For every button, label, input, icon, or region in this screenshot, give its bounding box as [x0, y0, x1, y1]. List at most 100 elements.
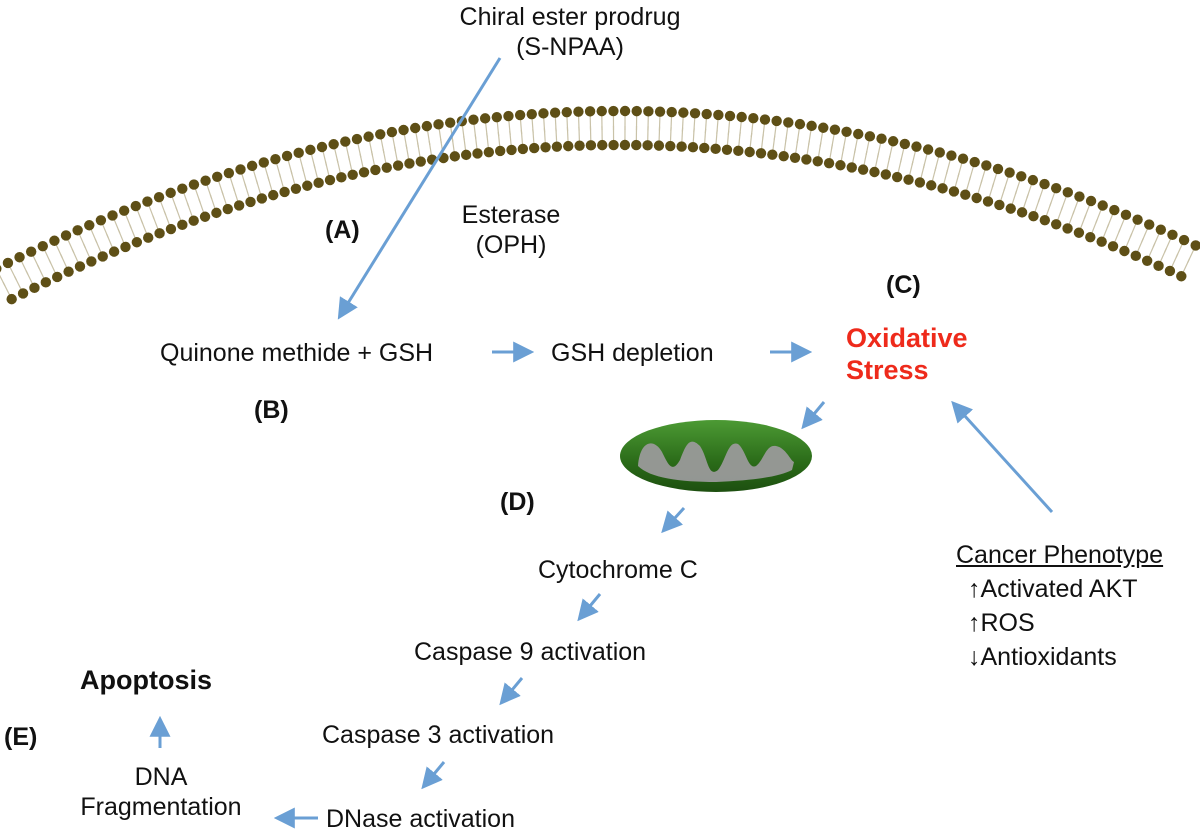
arrow-mito-to-cytochrome [661, 506, 686, 534]
lipid-head [676, 141, 687, 152]
lipid-head [573, 106, 584, 117]
lipid-head [40, 277, 52, 288]
lipid-head [1028, 211, 1039, 222]
lipid-head [1062, 223, 1073, 234]
lipid-head [143, 232, 154, 243]
lipid-head [222, 203, 233, 215]
lipid-head [994, 199, 1005, 211]
lipid-head [584, 106, 596, 117]
lipid-head [1096, 236, 1107, 247]
lipid-head [483, 146, 495, 158]
arrow-cytochrome-to-caspase9 [577, 593, 602, 622]
lipid-head [1039, 178, 1050, 190]
lipid-head [1155, 224, 1167, 235]
cell-membrane [0, 105, 1200, 305]
lipid-head [789, 152, 801, 163]
lipid-head [52, 271, 63, 283]
lipid-head [1085, 231, 1096, 243]
lipid-head [108, 246, 120, 257]
lipid-head [736, 111, 747, 123]
step-d-label: (D) [500, 488, 535, 516]
lipid-head [823, 158, 835, 169]
lipid-head [154, 228, 165, 239]
caspase9-node: Caspase 9 activation [414, 638, 647, 666]
phenotype-item: ↓Antioxidants [968, 642, 1163, 672]
lipid-head [506, 144, 517, 156]
lipid-head [449, 151, 461, 162]
lipid-head [313, 177, 324, 189]
lipid-head [1141, 255, 1153, 266]
lipid-head [678, 107, 689, 118]
lipid-head [270, 153, 281, 165]
lipid-head [526, 108, 537, 120]
phenotype-title: Cancer Phenotype [956, 541, 1164, 569]
lipid-head [701, 108, 712, 120]
esterase-line2: (OPH) [475, 231, 547, 259]
lipid-head [937, 183, 948, 194]
lipid-head [14, 252, 25, 263]
lipid-head [654, 106, 666, 117]
lipid-head [574, 140, 585, 151]
lipid-head [1074, 191, 1085, 202]
lipid-head [29, 282, 40, 294]
lipid-head [199, 211, 211, 222]
lipid-head [1050, 182, 1062, 194]
lipid-head [710, 143, 721, 155]
up-arrow-icon: ↑ [968, 609, 981, 637]
lipid-head [864, 131, 876, 142]
lipid-head [585, 140, 597, 151]
down-arrow-icon: ↓ [968, 643, 981, 671]
lipid-head [926, 180, 937, 191]
lipid-head [914, 177, 926, 188]
lipid-head [336, 172, 347, 183]
lipid-head [1073, 227, 1085, 238]
lipid-head [177, 183, 188, 194]
quinone-node: Quinone methide + GSH [160, 339, 434, 367]
lipid-head [324, 174, 336, 186]
lipid-head [188, 215, 199, 226]
lipid-head [876, 133, 887, 144]
cancer-phenotype-panel: Cancer Phenotype ↑Activated AKT ↑ROS ↓An… [956, 540, 1163, 672]
dna-line2: Fragmentation [80, 793, 242, 821]
lipid-head [887, 136, 899, 147]
lipid-head [494, 145, 506, 157]
lipid-head [107, 210, 118, 221]
lipid-head [687, 142, 699, 153]
arrow-stress-to-mito [801, 401, 826, 430]
lipid-head [60, 230, 72, 241]
lipid-head [460, 149, 472, 161]
lipid-head [1039, 215, 1051, 226]
lipid-head [472, 148, 483, 159]
mitochondrion-icon [620, 420, 812, 492]
lipid-head [290, 183, 302, 194]
lipid-head [619, 139, 631, 151]
lipid-head [268, 189, 279, 201]
lipid-head [37, 240, 48, 252]
step-b-label: (B) [254, 396, 289, 424]
lipid-head [549, 107, 561, 118]
lipid-head [404, 158, 415, 169]
lipid-head [1016, 171, 1027, 182]
lipid-head [316, 141, 328, 153]
lipid-head [666, 106, 677, 118]
lipid-head [540, 142, 551, 153]
lipid-head [468, 114, 479, 125]
lipid-head [363, 131, 374, 142]
lipid-head [934, 147, 945, 158]
lipid-head [597, 139, 608, 151]
phenotype-item-label: Activated AKT [980, 575, 1138, 603]
prodrug-line1: Chiral ester prodrug [459, 3, 681, 31]
lipid-head [596, 105, 607, 117]
lipid-head [97, 251, 108, 262]
lipid-head [631, 139, 642, 151]
lipid-head [1005, 203, 1016, 214]
lipid-head [957, 153, 969, 164]
lipid-head [1120, 209, 1132, 221]
lipid-head [17, 288, 29, 299]
lipid-head [561, 106, 572, 118]
esterase-label: Esterase (OPH) [436, 200, 586, 260]
lipid-head [340, 136, 351, 147]
arrow-caspase3-to-dnase [421, 761, 446, 790]
lipid-head [1004, 167, 1015, 178]
lipid-head [165, 187, 176, 199]
